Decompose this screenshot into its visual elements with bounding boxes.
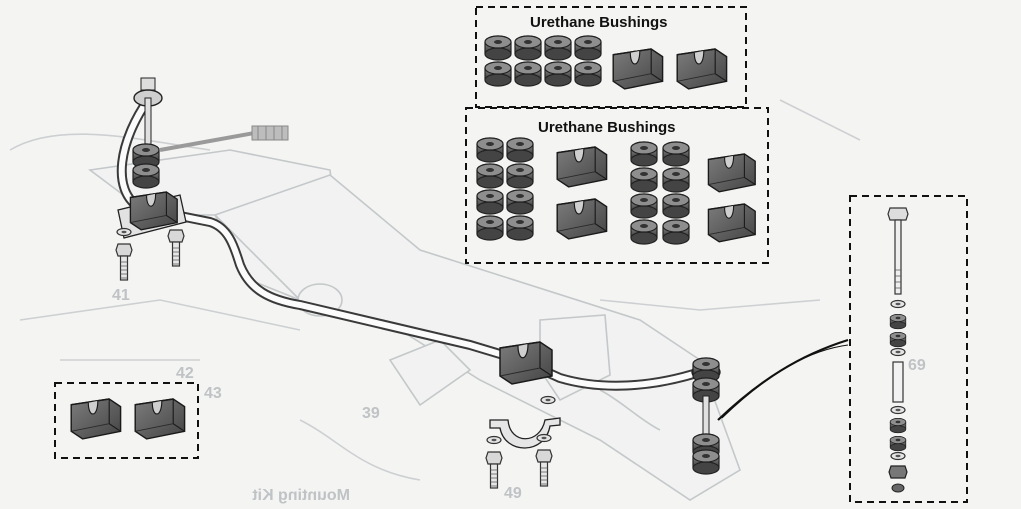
box-title-top: Urethane Bushings bbox=[530, 14, 668, 31]
background-number-49: 49 bbox=[504, 485, 522, 502]
background-caption: Mounting Kit bbox=[252, 487, 350, 504]
background-number-43: 43 bbox=[204, 385, 222, 402]
callout-line-2 bbox=[721, 344, 849, 419]
left-bracket-bushing bbox=[115, 191, 187, 281]
background-number-39: 39 bbox=[362, 405, 380, 422]
end-link-kit-box bbox=[849, 195, 968, 503]
bushing-box-bottom-left bbox=[54, 382, 199, 459]
background-number-42: 42 bbox=[176, 365, 194, 382]
center-bar-bushing bbox=[499, 341, 553, 385]
long-bolt bbox=[887, 207, 909, 295]
sway-bar bbox=[116, 95, 705, 391]
background-number-69: 69 bbox=[908, 357, 926, 374]
center-clamp bbox=[485, 395, 561, 489]
urethane-bushings-box-middle: Urethane Bushings bbox=[465, 107, 769, 264]
left-end-link bbox=[132, 77, 163, 189]
nut bbox=[888, 465, 908, 479]
faint-link-rod bbox=[159, 125, 289, 152]
box-title-middle: Urethane Bushings bbox=[538, 119, 676, 136]
background-number-41: 41 bbox=[112, 287, 130, 304]
right-end-link bbox=[691, 357, 721, 475]
